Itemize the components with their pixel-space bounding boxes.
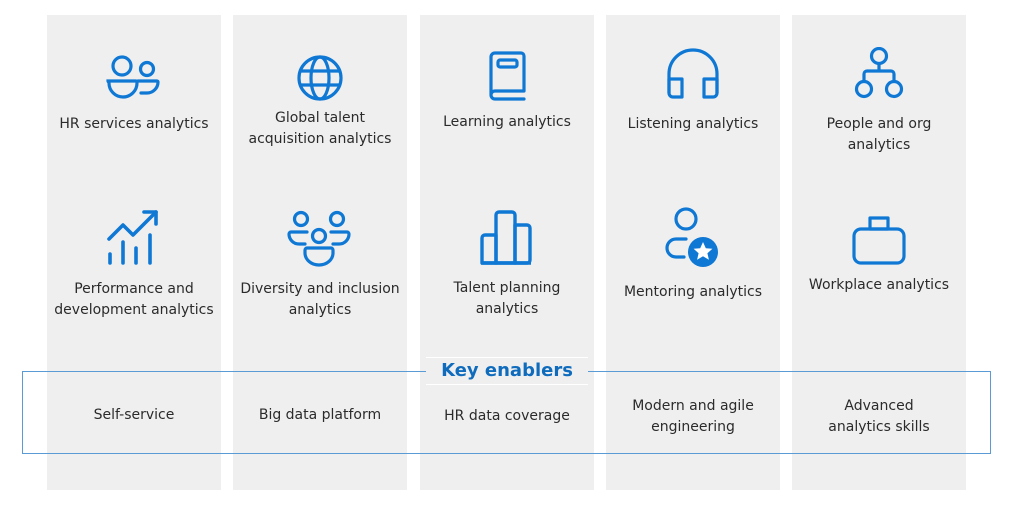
column-learning [420, 15, 594, 490]
capability-label: Diversity and inclusion analytics [240, 281, 400, 318]
capability-learning: Learning analytics [420, 51, 594, 133]
globe-icon [297, 55, 343, 101]
trending-chart-icon [107, 210, 158, 265]
capability-label: Performance and development analytics [54, 281, 214, 318]
column-hr-services [47, 15, 221, 490]
column-global-talent [233, 15, 407, 490]
capability-diversity: Diversity and inclusion analytics [233, 210, 407, 321]
capability-label: Mentoring analytics [623, 284, 763, 300]
capability-workplace: Workplace analytics [792, 216, 966, 296]
org-chart-icon [854, 47, 904, 99]
bar-chart-icon [480, 210, 532, 265]
capability-label: Talent planning analytics [453, 280, 561, 317]
people-community-icon [287, 210, 351, 267]
column-people-org [792, 15, 966, 490]
enabler-self-service: Self-service [93, 407, 175, 423]
enabler-modern-agile-engineering: Modern and agile engineering [632, 398, 754, 435]
capability-hr-services: HR services analytics [47, 55, 221, 135]
capability-label: HR services analytics [59, 116, 209, 132]
enabler-advanced-analytics-skills: Advanced analytics skills [828, 398, 930, 435]
capability-people-org: People and org analytics [792, 47, 966, 156]
book-icon [489, 51, 526, 101]
capability-mentoring: Mentoring analytics [606, 207, 780, 303]
capability-performance: Performance and development analytics [47, 209, 221, 321]
capability-label: Workplace analytics [808, 277, 950, 293]
key-enablers-title: Key enablers [441, 360, 573, 381]
capability-label: Listening analytics [627, 116, 759, 132]
capability-global-talent: Global talent acquisition analytics [233, 54, 407, 150]
capability-listening: Listening analytics [606, 47, 780, 135]
headphones-icon [667, 48, 719, 99]
capability-label: People and org analytics [826, 116, 932, 153]
key-enablers-title-background [426, 358, 588, 384]
enabler-hr-data-coverage: HR data coverage [444, 408, 570, 424]
capability-label: Global talent acquisition analytics [248, 110, 392, 147]
capability-label: Learning analytics [443, 114, 571, 130]
briefcase-icon [852, 216, 906, 265]
enabler-big-data-platform: Big data platform [258, 407, 382, 423]
person-star-icon [665, 207, 718, 267]
capability-talent-planning: Talent planning analytics [420, 210, 594, 320]
people-icon [106, 55, 160, 99]
